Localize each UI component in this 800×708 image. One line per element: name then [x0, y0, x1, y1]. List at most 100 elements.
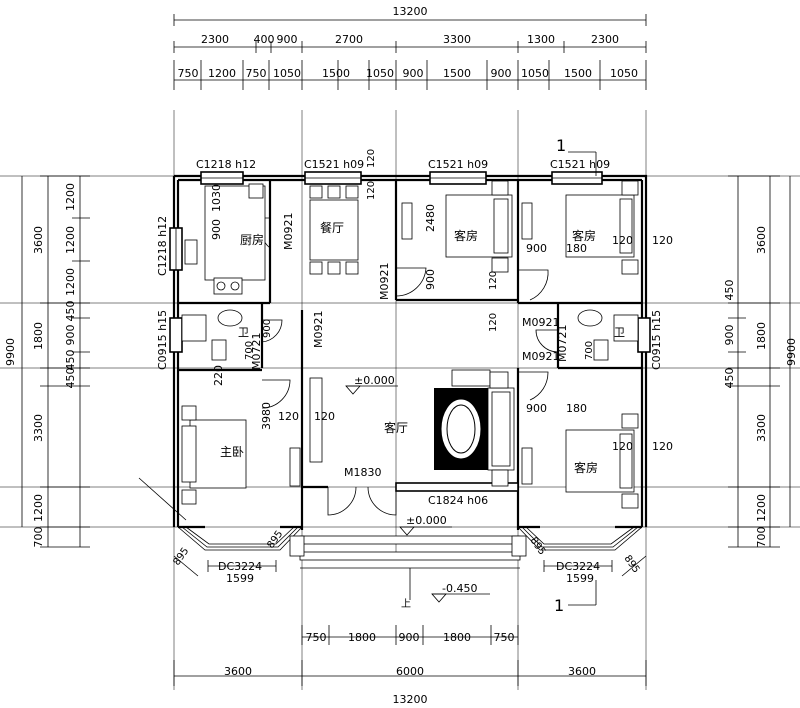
dim-top3-900a: 900: [403, 67, 424, 80]
room-dining: 餐厅: [320, 220, 344, 235]
dim-120-h: 120: [314, 410, 335, 423]
label-c1218-side: C1218 h12: [156, 216, 169, 276]
room-guest3: 客房: [574, 460, 598, 475]
dim-right-1200: 1200: [755, 494, 768, 522]
dim-120-f: 120: [652, 234, 673, 247]
label-bay-right: DC3224: [556, 560, 600, 573]
dim-right-1800: 1800: [755, 322, 768, 350]
dim-900-r2: 900: [526, 402, 547, 415]
section-bottom-label: 1: [554, 596, 564, 615]
dim-1030: 1030: [210, 184, 223, 212]
label-bay-left: DC3224: [218, 560, 262, 573]
label-bay-left-width: 1599: [226, 572, 254, 585]
dim-top-2300b: 2300: [591, 33, 619, 46]
label-c1521-b: C1521 h09: [428, 158, 488, 171]
dim-bot-3600b: 3600: [568, 665, 596, 678]
label-m0921-guest1: M0921: [378, 263, 391, 301]
bottom-dimensions: 750 1800 900 1800 750 3600 6000 3600 132…: [173, 625, 647, 706]
dim-top-total: 13200: [393, 5, 428, 18]
entrance-steps: 上: [289, 535, 527, 610]
dim-120-g: 120: [278, 410, 299, 423]
dim-top3-1500a: 1500: [322, 67, 350, 80]
dim-right-total: 9900: [785, 338, 798, 366]
dim-left-1200b: 1200: [32, 494, 45, 522]
label-bay-right-side: 895: [528, 535, 548, 557]
dim-700-bath-l: 700: [244, 341, 255, 360]
dim-left-3300: 3300: [32, 414, 45, 442]
room-master: 主卧: [220, 445, 244, 459]
label-c0915-right: C0915 h15: [650, 310, 663, 370]
dim-top3-1500b: 1500: [443, 67, 471, 80]
room-labels: 厨房 餐厅 客房 客房 客厅 主卧 客房 卫 卫: [220, 220, 625, 475]
label-m0721-right: M0721: [556, 325, 569, 363]
section-marker-top: 1: [556, 136, 597, 176]
dim-right-in-450: 450: [723, 280, 736, 301]
dim-left-in-900: 900: [64, 325, 77, 346]
label-m0921-hall: M0921: [312, 311, 325, 349]
dim-bot-750b: 750: [494, 631, 515, 644]
section-marker-bottom: 1: [554, 580, 597, 615]
dim-top-2700: 2700: [335, 33, 363, 46]
dim-left-700: 700: [32, 527, 45, 548]
dim-right-700: 700: [755, 527, 768, 548]
label-m0921-right1: M0921: [522, 316, 560, 329]
top-dimensions: 13200 2300 400 900 2700 3300 1300 2300: [173, 5, 647, 90]
dim-top-900: 900: [277, 33, 298, 46]
label-c1824: C1824 h06: [428, 494, 488, 507]
dim-120-e: 120: [612, 234, 633, 247]
dim-left-3600: 3600: [32, 226, 45, 254]
room-guest2: 客房: [572, 228, 596, 243]
dim-left-in-450b: 450: [64, 350, 77, 371]
bed-master: [181, 405, 301, 505]
right-dimensions: 9900 3600 1800 450 3300 1200 700 450 900: [723, 175, 798, 548]
windows-top: [169, 171, 651, 353]
dim-120-i: 120: [612, 440, 633, 453]
dim-top3-750a: 750: [178, 67, 199, 80]
dim-bot-900: 900: [399, 631, 420, 644]
dim-180-r1: 180: [566, 242, 587, 255]
dim-3980: 3980: [260, 402, 273, 430]
label-m0921-kitchen: M0921: [282, 213, 295, 251]
dim-220: 220: [212, 365, 225, 386]
living-sofa-set: [309, 369, 515, 487]
dim-right-3600: 3600: [755, 226, 768, 254]
level-outside: -0.450: [442, 582, 477, 595]
bed-guest3: [521, 413, 639, 509]
label-bay-right-width: 1599: [566, 572, 594, 585]
dim-left-in-1200a: 1200: [64, 183, 77, 211]
dim-left-total: 9900: [4, 338, 17, 366]
interior-dims: 1030 900 2480 900 120 120 120 120 120 12…: [210, 149, 673, 453]
level-entry: ±0.000: [406, 514, 447, 527]
stair-up-label: 上: [401, 598, 411, 610]
bath-right-fixtures: [577, 309, 639, 361]
bed-guest2: [521, 180, 639, 275]
section-top-label: 1: [556, 136, 566, 155]
dim-900-r1: 900: [526, 242, 547, 255]
dim-right-450: 450: [723, 368, 736, 389]
bed-guest1: [401, 180, 513, 273]
dim-900-bath-l: 900: [262, 319, 273, 338]
level-living: ±0.000: [354, 374, 395, 387]
dim-top3-1200: 1200: [208, 67, 236, 80]
dim-left-450: 450: [64, 368, 77, 389]
dim-900-kitchen: 900: [210, 219, 223, 240]
dim-120-c: 120: [488, 271, 499, 290]
dim-900-guest1: 900: [424, 269, 437, 290]
dim-top3-900b: 900: [491, 67, 512, 80]
dim-120-j: 120: [652, 440, 673, 453]
dim-bot-750a: 750: [306, 631, 327, 644]
dim-left-in-1200b: 1200: [64, 226, 77, 254]
dim-top-2300a: 2300: [201, 33, 229, 46]
bath-left-fixtures: [181, 309, 243, 361]
dim-top3-1050a: 1050: [273, 67, 301, 80]
dim-top-400: 400: [254, 33, 275, 46]
dining-table: [309, 185, 359, 275]
code-labels: C1218 h12 C1218 h12 C1521 h09 C1521 h09 …: [156, 158, 663, 585]
dim-120-a: 120: [366, 149, 377, 168]
label-c0915-left: C0915 h15: [156, 310, 169, 370]
label-c1521-c: C1521 h09: [550, 158, 610, 171]
dim-left-in-450: 450: [64, 301, 77, 322]
dim-bot-1800a: 1800: [348, 631, 376, 644]
room-bath-left: 卫: [238, 326, 249, 339]
